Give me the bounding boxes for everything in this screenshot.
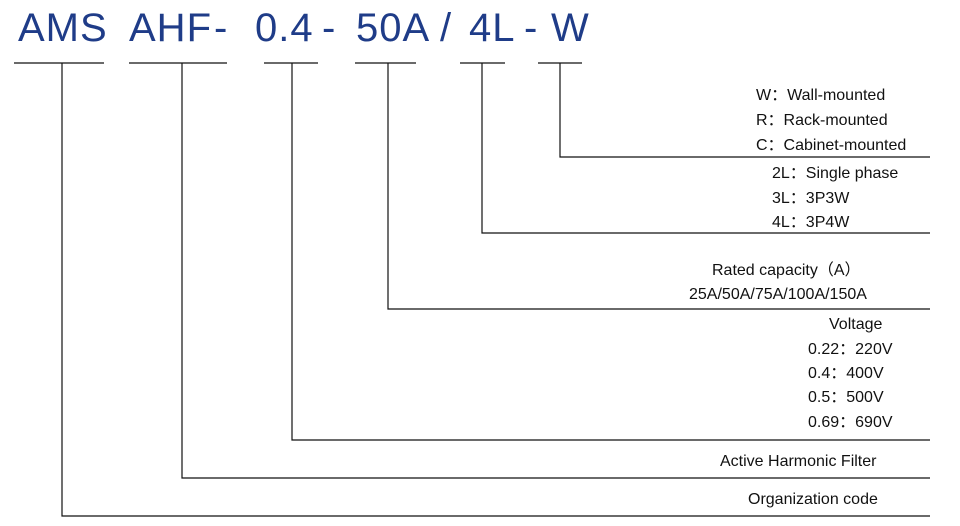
mount-wall-label: W：Wall-mounted (756, 87, 886, 104)
code-segment-capacity: 50A (356, 6, 431, 50)
capacity-values: 25A/50A/75A/100A/150A (689, 286, 867, 303)
organization-label: Organization code (748, 491, 878, 508)
leader-phase (481, 63, 930, 234)
voltage-022-label: 0.22：220V (808, 341, 893, 358)
code-segment-voltage: 0.4 (255, 6, 314, 50)
capacity-title: Rated capacity（A） (712, 262, 861, 279)
leader-capacity (387, 63, 930, 310)
leader-mount (559, 63, 930, 158)
product-label: Active Harmonic Filter (720, 453, 877, 470)
voltage-04-label: 0.4：400V (808, 365, 884, 382)
voltage-05-label: 0.5：500V (808, 389, 884, 406)
voltage-title: Voltage (829, 316, 883, 333)
mount-rack-label: R：Rack-mounted (756, 112, 888, 129)
code-separator-dash-2: - (322, 6, 337, 50)
code-separator-dash-1: - (214, 6, 229, 50)
voltage-069-label: 0.69：690V (808, 414, 893, 431)
code-separator-dash-3: - (524, 6, 539, 50)
leader-voltage (291, 63, 930, 441)
leader-product (181, 63, 930, 479)
code-segment-ahf: AHF (129, 6, 212, 50)
leader-org (61, 63, 930, 517)
code-segment-phase: 4L (469, 6, 516, 50)
phase-3l-label: 3L：3P3W (772, 190, 850, 207)
phase-4l-label: 4L：3P4W (772, 214, 850, 231)
phase-2l-label: 2L：Single phase (772, 165, 899, 182)
code-separator-slash: / (440, 6, 453, 50)
code-segment-mount: W (551, 6, 590, 50)
code-segment-ams: AMS (18, 6, 108, 50)
mount-cabinet-label: C：Cabinet-mounted (756, 137, 907, 154)
